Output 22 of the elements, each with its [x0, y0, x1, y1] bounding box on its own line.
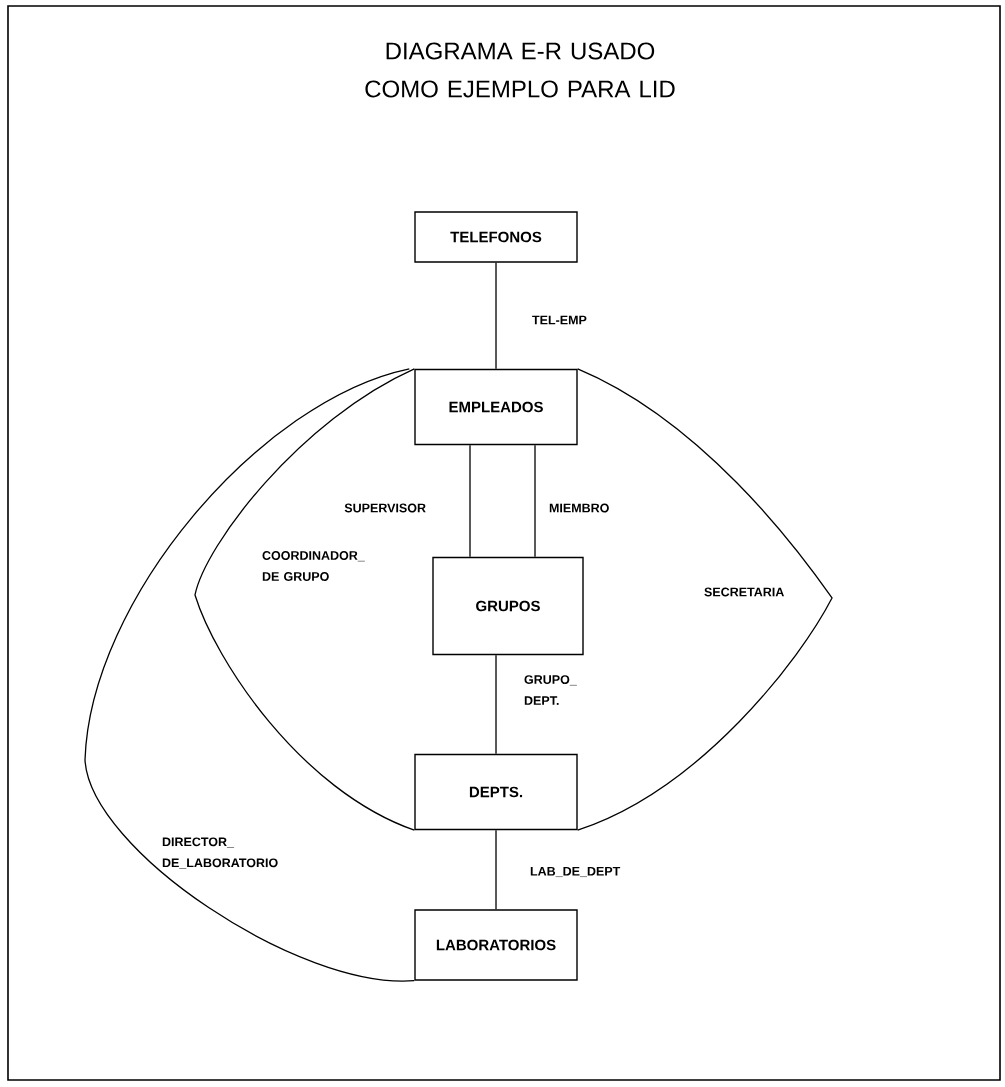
relationship-line: [495, 829, 497, 910]
relationship-line: [469, 444, 471, 558]
edge-label: COORDINADOR_ DE GRUPO: [262, 551, 365, 581]
entity-box: GRUPOS: [432, 556, 584, 656]
relationship-line: [495, 262, 497, 370]
edge-label: SUPERVISOR: [344, 503, 426, 513]
relationship-line: [194, 368, 415, 831]
entity-box: TELEFONOS: [414, 211, 578, 263]
relationship-line: [534, 444, 536, 558]
entity-box: DEPTS.: [414, 753, 578, 831]
relationship-line: [577, 368, 833, 831]
edge-label: GRUPO_ DEPT.: [524, 675, 577, 705]
title: DIAGRAMA E-R USADO COMO EJEMPLO PARA LID: [365, 42, 675, 98]
entity-box: LABORATORIOS: [414, 909, 578, 981]
edge-label: TEL-EMP: [532, 315, 587, 325]
relationship-line: [495, 654, 497, 755]
edge-label: MIEMBRO: [549, 503, 609, 513]
edge-label: SECRETARIA: [704, 587, 784, 597]
edge-label: LAB_DE_DEPT: [530, 866, 621, 878]
relationship-line: [84, 368, 415, 982]
entity-box: EMPLEADOS: [414, 368, 578, 446]
edge-label: DIRECTOR_ DE_LABORATORIO: [162, 837, 278, 869]
